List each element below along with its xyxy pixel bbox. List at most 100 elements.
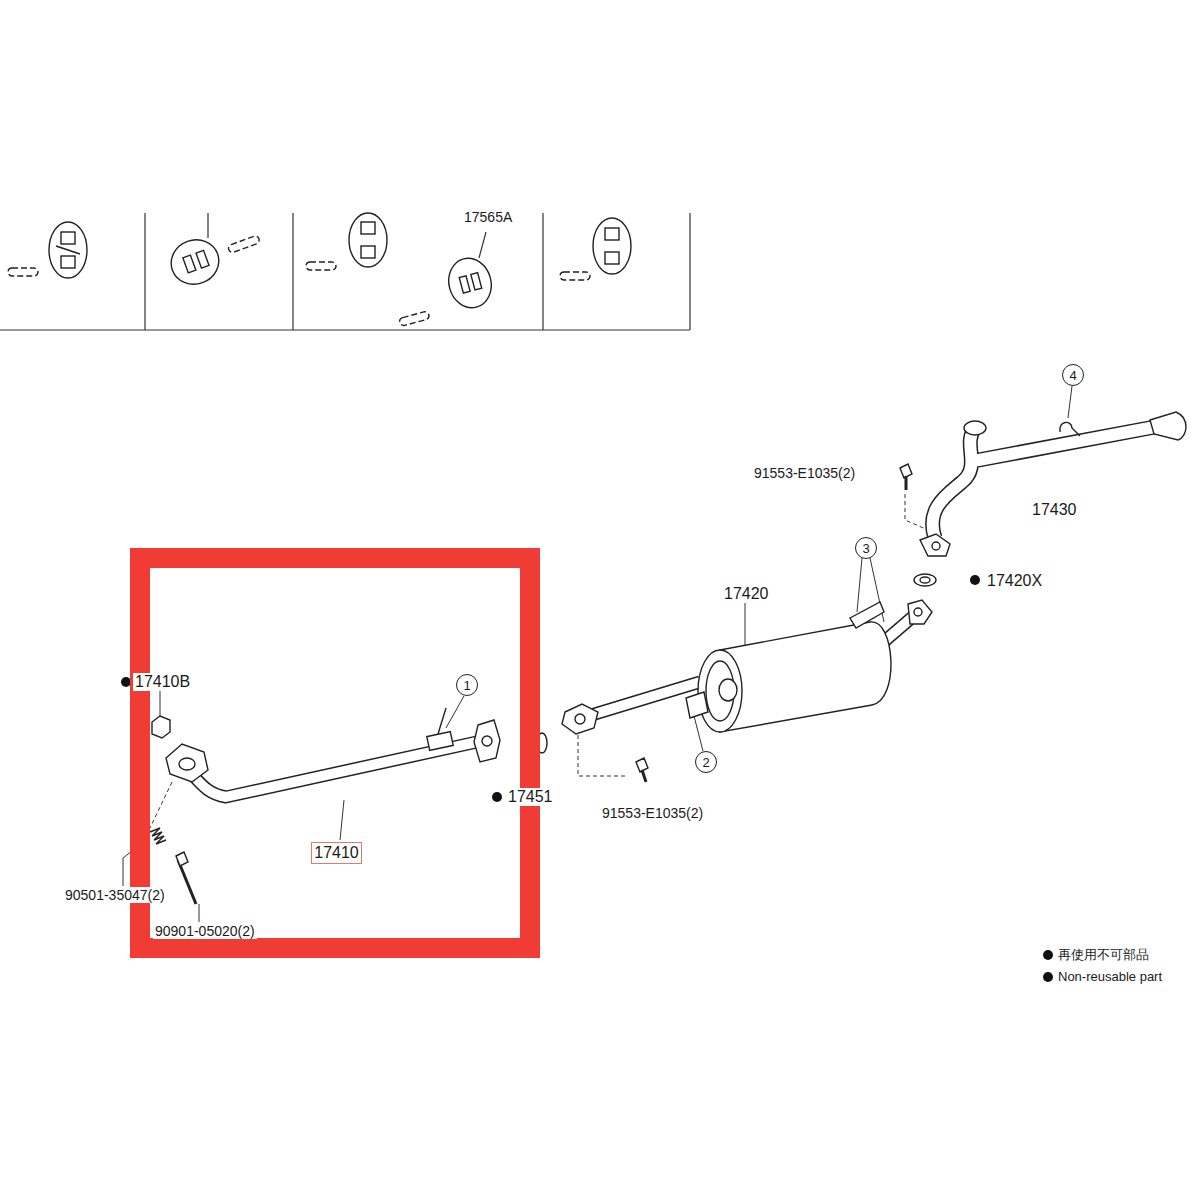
- nut: [150, 716, 196, 904]
- tail-pipe-parts: [920, 534, 950, 556]
- hanger-rubber: [361, 222, 375, 234]
- legend-bullet: [1043, 950, 1053, 960]
- pipe-flange: [474, 720, 500, 762]
- tail-pipe-parts: [1060, 422, 1080, 436]
- callout-number: 3: [862, 542, 869, 555]
- tail-pipe: [933, 426, 1160, 538]
- hanger-rubber: [605, 228, 619, 240]
- part-number: 90501-35047(2): [63, 887, 167, 903]
- pipe-flange: [438, 708, 446, 734]
- leader-line: [745, 603, 746, 648]
- nut: [176, 852, 188, 866]
- center-muffler: [588, 682, 700, 716]
- callout-number: 2: [695, 751, 717, 773]
- leader-line: [199, 904, 200, 922]
- nut: [150, 828, 166, 844]
- hanger-rubber: [306, 213, 387, 270]
- pipe-flange: [179, 758, 195, 770]
- legend-bullet: [1043, 972, 1053, 982]
- leader-line: [160, 690, 161, 716]
- hanger-rubber: [165, 233, 225, 291]
- tail-pipe-parts: [905, 476, 908, 490]
- tail-pipe: [933, 426, 1160, 538]
- part-number: 17430: [1030, 501, 1079, 519]
- hanger-rubber: [399, 311, 430, 326]
- gasket: [920, 577, 930, 583]
- part-number: 91553-E1035(2): [752, 465, 857, 481]
- part-number-box: 17410: [311, 842, 362, 864]
- part-number: 17410B: [133, 673, 192, 691]
- non-reusable-bullet: [970, 575, 980, 585]
- legend-text: 再使用不可部品: [1058, 948, 1149, 962]
- part-number: 17420: [722, 585, 771, 603]
- leader-line: [446, 696, 464, 728]
- muffler-body: [850, 602, 884, 628]
- hanger-rubber: [8, 213, 631, 327]
- hanger-rubber: [605, 252, 619, 264]
- muffler-body: [575, 714, 585, 724]
- callout-number: 4: [1069, 369, 1076, 382]
- muffler-body: [698, 650, 742, 732]
- callout-number: 3: [855, 537, 877, 559]
- muffler-body: [720, 622, 891, 732]
- hanger-rubber: [61, 256, 75, 268]
- non-reusable-bullet: [121, 677, 131, 687]
- nut: [178, 860, 196, 904]
- pipe-flange: [166, 744, 208, 782]
- part-number: 91553-E1035(2): [600, 805, 705, 821]
- leader-line: [857, 558, 862, 612]
- nut: [152, 716, 170, 738]
- leader-line: [905, 494, 928, 530]
- pipe-flange: [166, 708, 500, 782]
- gasket: [537, 574, 936, 753]
- callout-number: 1: [463, 679, 470, 692]
- muffler-body: [686, 692, 708, 718]
- leader-line: [1068, 386, 1072, 418]
- hanger-rubber: [56, 246, 80, 254]
- hanger-rubber: [183, 255, 196, 273]
- table-frame: [689, 213, 690, 330]
- callout-number: 2: [702, 756, 709, 769]
- center-muffler: [588, 682, 700, 716]
- gasket: [914, 574, 936, 586]
- leader-line: [150, 782, 172, 828]
- hanger-rubber: [361, 246, 375, 258]
- hanger-rubber: [196, 250, 209, 268]
- hanger-rubber: [560, 218, 631, 280]
- muffler-body: [636, 758, 648, 772]
- tail-pipe: [933, 426, 1160, 538]
- muffler-body: [642, 770, 646, 782]
- table-frame: [0, 213, 690, 330]
- tail-pipe-parts: [900, 464, 912, 478]
- pipe-flange: [482, 736, 492, 746]
- leader-line: [123, 386, 1072, 922]
- tail-pipe-parts: [932, 542, 940, 550]
- hanger-rubber: [349, 213, 387, 267]
- leader-line: [578, 728, 628, 776]
- hanger-rubber: [227, 235, 260, 253]
- table-frame: [207, 213, 208, 238]
- muffler-body: [908, 600, 932, 624]
- part-number: 17565A: [462, 209, 514, 225]
- muffler-body: [562, 600, 932, 782]
- tail-pipe-parts: [1150, 412, 1186, 440]
- callout-number: 1: [456, 674, 478, 696]
- table-frame: [292, 213, 293, 330]
- hanger-rubber: [165, 218, 267, 291]
- callout-number: 4: [1062, 364, 1084, 386]
- part-number: 17451: [506, 788, 555, 806]
- table-frame: [0, 329, 690, 330]
- part-number: 17410: [314, 845, 359, 861]
- non-reusable-bullet: [492, 792, 502, 802]
- hanger-rubber: [8, 222, 87, 278]
- tail-pipe-parts: [964, 421, 986, 435]
- hanger-rubber: [471, 273, 482, 290]
- hanger-rubber: [459, 276, 470, 293]
- muffler-body: [719, 679, 737, 701]
- part-number: 90901-05020(2): [153, 923, 257, 939]
- table-frame: [479, 232, 486, 258]
- hanger-rubber: [306, 262, 336, 270]
- hanger-rubber: [49, 222, 87, 278]
- part-number: 17420X: [985, 572, 1044, 590]
